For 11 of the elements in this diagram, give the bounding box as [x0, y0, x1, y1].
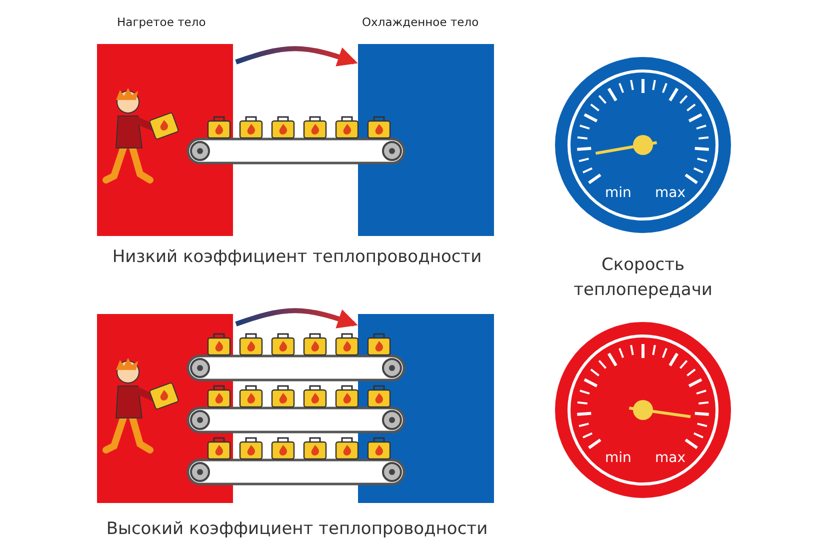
gauge-scale-label: min	[605, 450, 632, 466]
body-heading: Нагретое тело	[117, 14, 206, 30]
gauge-scale-label: max	[655, 450, 686, 466]
caption-text: Низкий коэффициент теплопроводности	[111, 246, 483, 269]
caption-text: Высокий коэффициент теплопроводности	[105, 518, 489, 541]
gauge-scale-label: max	[655, 185, 686, 201]
arrow	[235, 308, 358, 328]
caption-text: Скорость теплопередачи	[572, 254, 714, 302]
gauge-scale-label: min	[605, 185, 632, 201]
arrow	[235, 46, 358, 66]
body-heading: Охлажденное тело	[362, 14, 479, 30]
